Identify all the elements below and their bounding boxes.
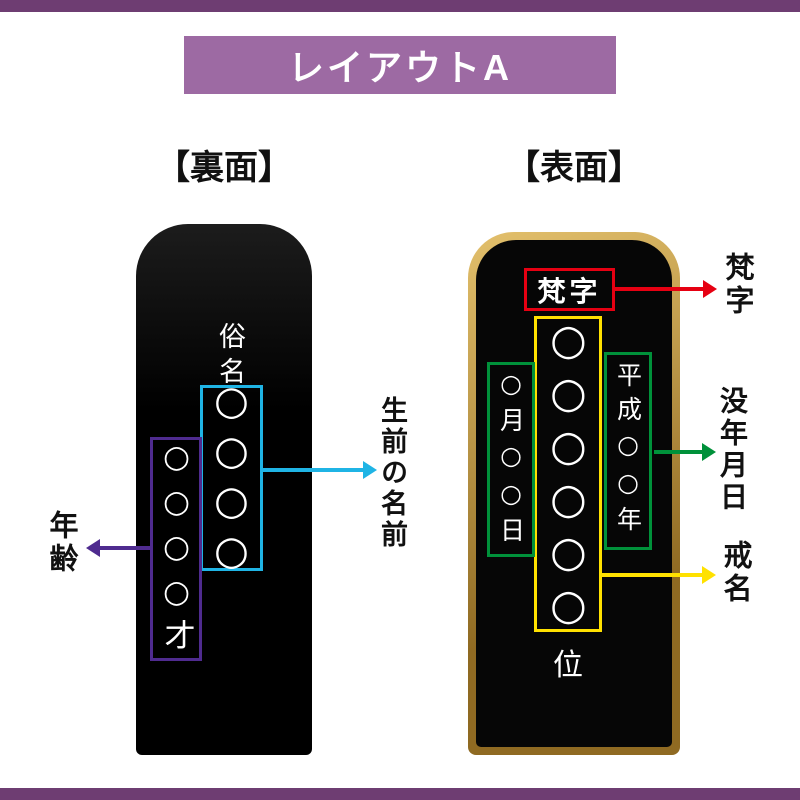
death-year-box: 平成○○年 — [604, 352, 652, 550]
age-callout-arrow — [100, 546, 150, 550]
name-callout-label: 生前の名前 — [377, 396, 407, 551]
bonji-text: 梵字 — [537, 274, 602, 308]
front-tablet-face — [476, 240, 672, 747]
bonji-box: 梵字 — [524, 268, 615, 311]
death-date-callout-arrow — [654, 450, 702, 454]
death-date-callout-label: 没年月日 — [717, 386, 748, 514]
name-circles-box: ○○○○ — [200, 378, 263, 578]
front-tablet: 梵字 ○○○○○○ ○月○○日 平成○○年 位 — [468, 232, 680, 755]
death-day-text: ○月○○日 — [496, 368, 526, 551]
death-day-box: ○月○○日 — [487, 362, 535, 557]
kaimyo-circles: ○○○○○○ — [544, 315, 593, 633]
age-circles: ○○○○才 — [158, 439, 195, 659]
kaimyo-callout-arrow — [602, 573, 702, 577]
bonji-callout-arrow — [615, 287, 703, 291]
back-tablet: 俗名 ○○○○ ○○○○才 — [136, 224, 312, 755]
age-circles-box: ○○○○才 — [150, 437, 202, 661]
rank-label: 位 — [553, 648, 583, 683]
header-title: レイアウトA — [288, 47, 512, 88]
bonji-callout-label: 梵字 — [721, 252, 753, 318]
bottom-border-strip — [0, 788, 800, 800]
kaimyo-circles-box: ○○○○○○ — [534, 315, 602, 633]
name-circles: ○○○○ — [208, 378, 255, 578]
top-border-strip — [0, 0, 800, 12]
age-callout-label: 年齢 — [45, 510, 77, 576]
header-banner: レイアウトA — [184, 36, 616, 94]
name-callout-arrow — [263, 468, 363, 472]
death-year-text: 平成○○年 — [613, 362, 643, 540]
back-panel-title: 【裏面】 — [156, 149, 292, 187]
kaimyo-callout-label: 戒名 — [719, 540, 751, 606]
common-name-label: 俗名 — [214, 322, 245, 392]
front-panel-title: 【表面】 — [506, 149, 642, 187]
